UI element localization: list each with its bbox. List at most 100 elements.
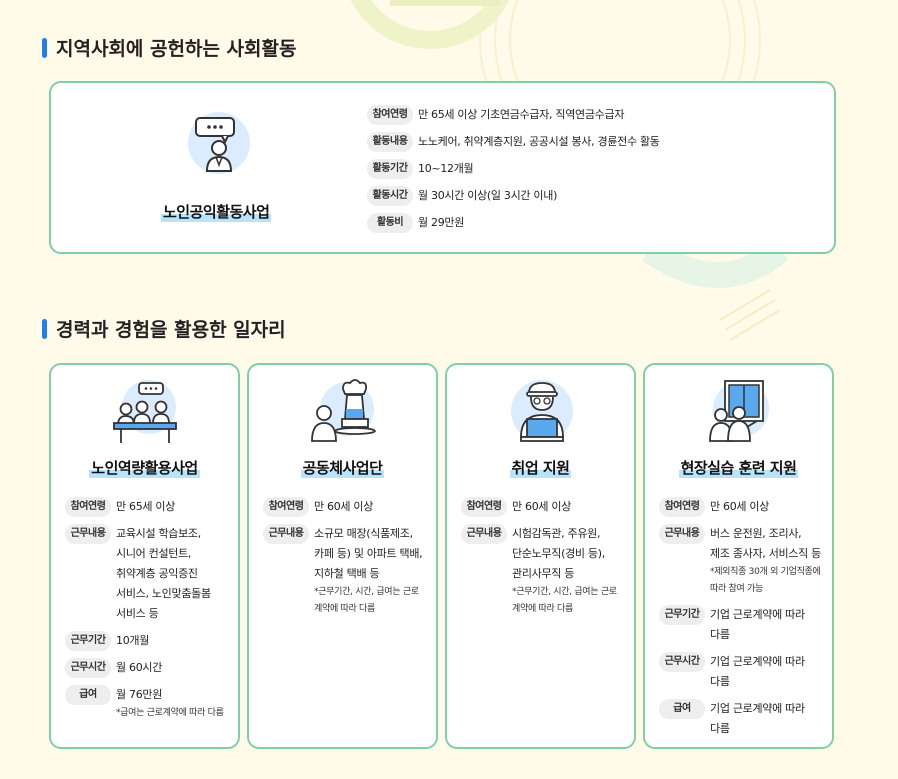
info-value: 만 60세 이상 bbox=[314, 500, 374, 513]
info-label: 활동기간 bbox=[367, 159, 413, 179]
program-name: 공동체사업단 bbox=[300, 457, 385, 478]
value-line: 다름 bbox=[710, 628, 730, 641]
info-value: 소규모 매장(식품제조, 카페 등) 및 아파트 택배, 지하철 택배 등 *근… bbox=[309, 524, 424, 618]
info-row: 활동비 월 29만원 bbox=[367, 213, 660, 233]
info-row: 참여연령 만 65세 이상 bbox=[65, 497, 230, 517]
info-value: 월 76만원 *급여는 근로계약에 따라 다름 bbox=[111, 685, 224, 722]
info-row: 활동내용 노노케어, 취약계층지원, 공공시설 봉사, 경륜전수 활동 bbox=[367, 132, 660, 152]
value-line: 다름 bbox=[710, 675, 730, 688]
worker-laptop-icon bbox=[507, 377, 577, 445]
info-value: 월 29만원 bbox=[418, 216, 465, 229]
program-name: 노인역량활용사업 bbox=[89, 457, 200, 478]
card-senior-capability: 노인역량활용사업 참여연령 만 65세 이상 근무내용 교육시설 학습보조, 시… bbox=[49, 363, 240, 749]
info-label: 참여연령 bbox=[659, 497, 705, 517]
info-value: 월 60시간 bbox=[116, 661, 163, 674]
value-line: 카페 등) 및 아파트 택배, bbox=[314, 547, 423, 560]
info-row: 참여연령 만 65세 이상 기초연금수급자, 직역연금수급자 bbox=[367, 105, 660, 125]
info-label: 참여연령 bbox=[65, 497, 111, 517]
info-value: 기업 근로계약에 따라 다름 bbox=[705, 605, 805, 645]
info-label: 근무내용 bbox=[65, 524, 111, 544]
value-note: *제외직종 30개 외 기업직종에 따라 참여 가능 bbox=[710, 567, 821, 594]
program-info-list: 참여연령 만 65세 이상 근무내용 교육시설 학습보조, 시니어 컨설턴트, … bbox=[65, 497, 230, 729]
info-label: 근무시간 bbox=[65, 658, 111, 678]
info-label: 참여연령 bbox=[461, 497, 507, 517]
info-row: 근무내용 시험감독관, 주유원, 단순노무직(경비 등), 관리사무직 등 *근… bbox=[461, 524, 626, 618]
value-line: 제조 종사자, 서비스직 등 bbox=[710, 547, 821, 560]
card-senior-public-activity: 노인공익활동사업 참여연령 만 65세 이상 기초연금수급자, 직역연금수급자 … bbox=[49, 81, 836, 254]
training-people-icon bbox=[705, 377, 775, 445]
info-value: 만 60세 이상 bbox=[710, 500, 770, 513]
info-row: 근무내용 교육시설 학습보조, 시니어 컨설턴트, 취약계층 공익증진 서비스,… bbox=[65, 524, 230, 624]
info-label: 활동비 bbox=[367, 213, 413, 233]
value-line: 시험감독관, 주유원, bbox=[512, 527, 601, 540]
info-label: 급여 bbox=[65, 685, 111, 705]
info-row: 활동기간 10~12개월 bbox=[367, 159, 660, 179]
program-info-list: 참여연령 만 60세 이상 근무내용 시험감독관, 주유원, 단순노무직(경비 … bbox=[461, 497, 626, 625]
value-line: 기업 근로계약에 따라 bbox=[710, 702, 805, 715]
value-line: 기업 근로계약에 따라 bbox=[710, 655, 805, 668]
info-row: 근무기간 기업 근로계약에 따라 다름 bbox=[659, 605, 824, 645]
info-row: 급여 기업 근로계약에 따라 다름 bbox=[659, 699, 824, 739]
section-title-text: 경력과 경험을 활용한 일자리 bbox=[56, 319, 286, 341]
section-title-text: 지역사회에 공헌하는 사회활동 bbox=[56, 38, 297, 60]
cooking-person-icon bbox=[309, 377, 379, 445]
card-field-training: 현장실습 훈련 지원 참여연령 만 60세 이상 근무내용 버스 운전원, 조리… bbox=[643, 363, 834, 749]
section-title-career-jobs: 경력과 경험을 활용한 일자리 bbox=[42, 315, 286, 342]
info-value: 버스 운전원, 조리사, 제조 종사자, 서비스직 등 *제외직종 30개 외 … bbox=[705, 524, 822, 598]
card-employment-support: 취업 지원 참여연령 만 60세 이상 근무내용 시험감독관, 주유원, 단순노… bbox=[445, 363, 636, 749]
speech-person-icon bbox=[187, 111, 251, 175]
value-line: 단순노무직(경비 등), bbox=[512, 547, 605, 560]
info-value: 10개월 bbox=[116, 634, 150, 647]
value-line: 다름 bbox=[710, 722, 730, 735]
info-label: 근무내용 bbox=[659, 524, 705, 544]
value-note: *근무기간, 시간, 급여는 근로계약에 따라 다름 bbox=[314, 587, 419, 614]
value-note: *근무기간, 시간, 급여는 근로계약에 따라 다름 bbox=[512, 587, 617, 614]
info-value: 기업 근로계약에 따라 다름 bbox=[705, 699, 805, 739]
group-meeting-icon bbox=[111, 377, 181, 445]
info-value: 만 65세 이상 기초연금수급자, 직역연금수급자 bbox=[418, 108, 625, 121]
value-line: 취약계층 공익증진 bbox=[116, 567, 198, 580]
info-row: 근무기간 10개월 bbox=[65, 631, 230, 651]
card-community-business: 공동체사업단 참여연령 만 60세 이상 근무내용 소규모 매장(식품제조, 카… bbox=[247, 363, 438, 749]
value-line: 소규모 매장(식품제조, bbox=[314, 527, 413, 540]
program-info-list: 참여연령 만 60세 이상 근무내용 버스 운전원, 조리사, 제조 종사자, … bbox=[659, 497, 824, 746]
info-label: 급여 bbox=[659, 699, 705, 719]
info-row: 참여연령 만 60세 이상 bbox=[659, 497, 824, 517]
info-row: 참여연령 만 60세 이상 bbox=[263, 497, 428, 517]
value-line: 버스 운전원, 조리사, bbox=[710, 527, 802, 540]
value-note: *급여는 근로계약에 따라 다름 bbox=[116, 708, 224, 718]
value-line: 서비스, 노인맞춤돌봄 bbox=[116, 587, 211, 600]
info-label: 참여연령 bbox=[263, 497, 309, 517]
info-label: 근무내용 bbox=[263, 524, 309, 544]
info-row: 근무시간 월 60시간 bbox=[65, 658, 230, 678]
value-line: 서비스 등 bbox=[116, 607, 159, 620]
info-label: 근무기간 bbox=[659, 605, 705, 625]
program-name: 취업 지원 bbox=[509, 457, 572, 478]
value-line: 시니어 컨설턴트, bbox=[116, 547, 192, 560]
info-row: 급여 월 76만원 *급여는 근로계약에 따라 다름 bbox=[65, 685, 230, 722]
value-line: 교육시설 학습보조, bbox=[116, 527, 201, 540]
info-label: 활동시간 bbox=[367, 186, 413, 206]
info-label: 참여연령 bbox=[367, 105, 413, 125]
program-name: 현장실습 훈련 지원 bbox=[678, 457, 799, 478]
info-value: 만 65세 이상 bbox=[116, 500, 176, 513]
info-value: 월 30시간 이상(일 3시간 이내) bbox=[418, 189, 558, 202]
info-row: 활동시간 월 30시간 이상(일 3시간 이내) bbox=[367, 186, 660, 206]
value-line: 지하철 택배 등 bbox=[314, 567, 380, 580]
info-row: 근무내용 버스 운전원, 조리사, 제조 종사자, 서비스직 등 *제외직종 3… bbox=[659, 524, 824, 598]
info-row: 근무내용 소규모 매장(식품제조, 카페 등) 및 아파트 택배, 지하철 택배… bbox=[263, 524, 428, 618]
section-marker bbox=[42, 318, 47, 339]
info-value: 10~12개월 bbox=[418, 162, 474, 175]
program-info-list: 참여연령 만 65세 이상 기초연금수급자, 직역연금수급자 활동내용 노노케어… bbox=[367, 105, 660, 240]
program-name: 노인공익활동사업 bbox=[161, 201, 272, 222]
info-row: 참여연령 만 60세 이상 bbox=[461, 497, 626, 517]
info-value: 기업 근로계약에 따라 다름 bbox=[705, 652, 805, 692]
value-line: 기업 근로계약에 따라 bbox=[710, 608, 805, 621]
program-info-list: 참여연령 만 60세 이상 근무내용 소규모 매장(식품제조, 카페 등) 및 … bbox=[263, 497, 428, 625]
info-value: 교육시설 학습보조, 시니어 컨설턴트, 취약계층 공익증진 서비스, 노인맞춤… bbox=[111, 524, 211, 624]
info-value: 노노케어, 취약계층지원, 공공시설 봉사, 경륜전수 활동 bbox=[418, 135, 660, 148]
value-line: 월 76만원 bbox=[116, 688, 163, 701]
info-label: 근무기간 bbox=[65, 631, 111, 651]
info-label: 활동내용 bbox=[367, 132, 413, 152]
value-line: 관리사무직 등 bbox=[512, 567, 575, 580]
